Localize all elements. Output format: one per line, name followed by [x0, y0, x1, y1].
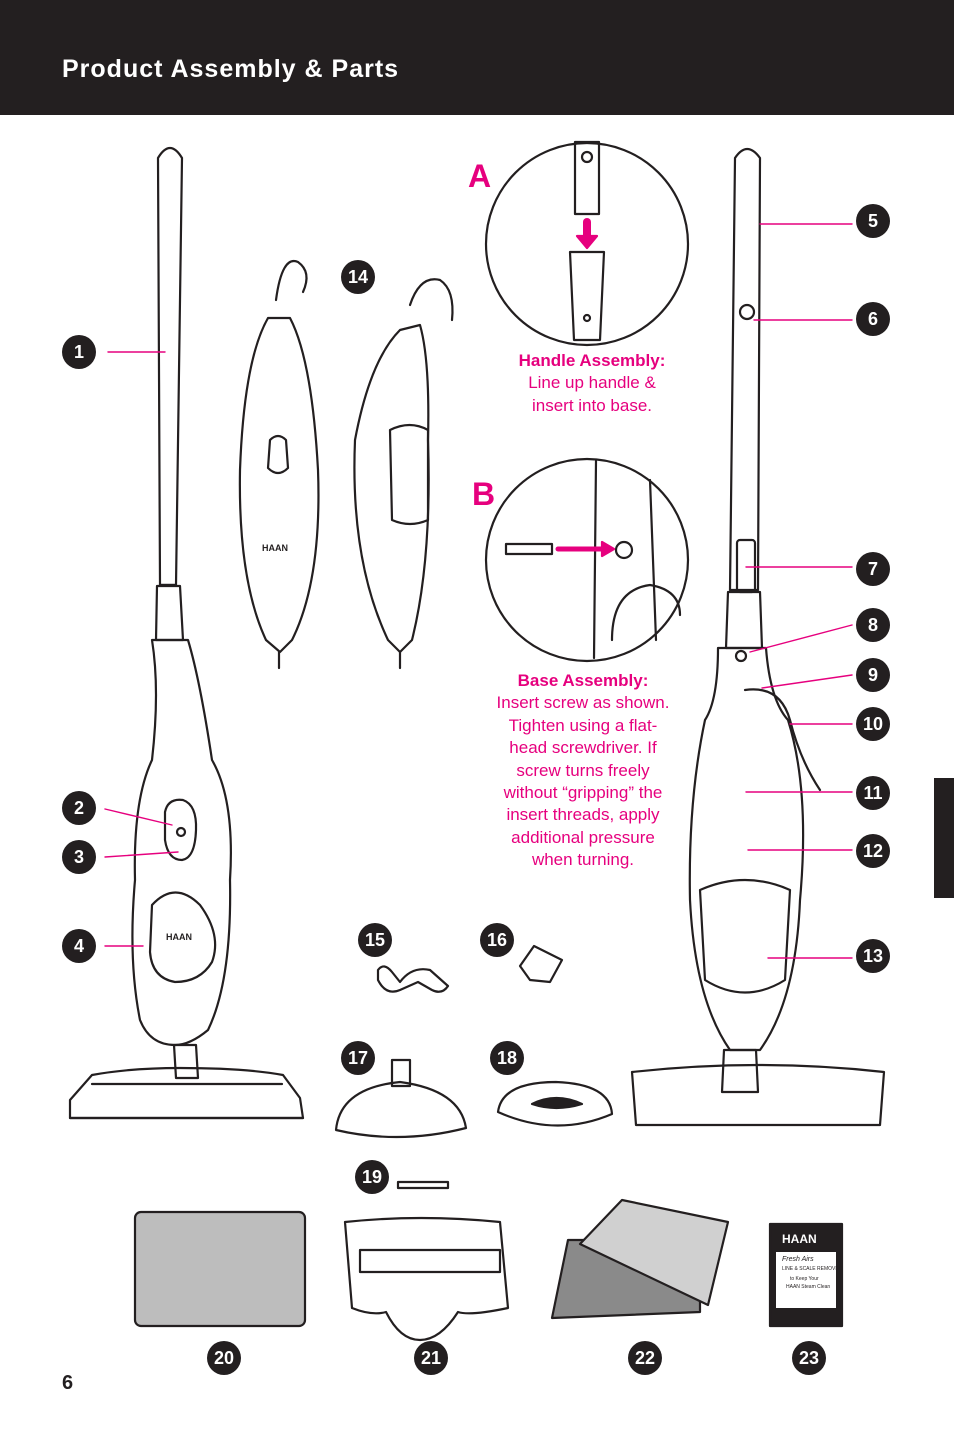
- part-number-badge: 12: [856, 834, 890, 868]
- part-number-badge: 5: [856, 204, 890, 238]
- step-b-line: insert threads, apply: [506, 805, 660, 825]
- page-number: 6: [62, 1372, 74, 1394]
- part-number-badge: 21: [414, 1341, 448, 1375]
- part-number-badge: 23: [792, 1341, 826, 1375]
- part-22-pad-front: [578, 1198, 730, 1307]
- detail-circle-b: [484, 457, 690, 663]
- step-b-line: Insert screw as shown.: [496, 693, 670, 713]
- part-number-badge: 2: [62, 791, 96, 825]
- handheld-steamer-front: [238, 259, 320, 670]
- step-a-line: Line up handle &: [528, 373, 656, 393]
- part-number-badge: 8: [856, 608, 890, 642]
- step-b-letter: B: [472, 476, 496, 512]
- step-b-line: additional pressure: [511, 827, 655, 847]
- steam-mop-back-view: [630, 147, 886, 1127]
- step-a-letter: A: [468, 158, 492, 194]
- step-b-line: head screwdriver. If: [509, 738, 657, 758]
- step-b-line: when turning.: [531, 850, 635, 870]
- part-16-brush: [518, 944, 564, 984]
- part-number-badge: 1: [62, 335, 96, 369]
- brand-logo-handheld: HAAN: [262, 543, 288, 553]
- page-title: Product Assembly & Parts: [62, 55, 400, 83]
- part-number-badge: 3: [62, 840, 96, 874]
- part-19-screw: [396, 1180, 450, 1190]
- part-number-badge: 4: [62, 929, 96, 963]
- step-b-line: without “gripping” the: [503, 783, 663, 803]
- part-17-floor-head: [334, 1080, 468, 1139]
- part-number-badge: 9: [856, 658, 890, 692]
- steam-mop-front-view: [68, 146, 305, 1120]
- part-number-badge: 18: [490, 1041, 524, 1075]
- step-b-caption: Base Assembly: Insert screw as shown. Ti…: [478, 670, 688, 872]
- step-a-line: insert into base.: [531, 395, 652, 415]
- packet-line2: to Keep Your: [790, 1276, 819, 1282]
- part-17-neck: [390, 1058, 412, 1088]
- part-number-badge: 15: [358, 923, 392, 957]
- part-number-badge: 16: [480, 923, 514, 957]
- step-a-title: Handle Assembly:: [518, 351, 666, 370]
- part-number-badge: 11: [856, 776, 890, 810]
- step-b-line: Tighten using a flat-: [508, 715, 658, 735]
- page-header: Product Assembly & Parts: [0, 0, 954, 115]
- part-number-badge: 22: [628, 1341, 662, 1375]
- part-number-badge: 10: [856, 707, 890, 741]
- part-15-nozzle: [376, 965, 450, 993]
- part-18-carpet-glider: [496, 1080, 614, 1127]
- part-number-badge: 13: [856, 939, 890, 973]
- part-number-badge: 17: [341, 1041, 375, 1075]
- packet-line3: HAAN Steam Clean: [786, 1284, 831, 1290]
- section-tab: [934, 778, 954, 898]
- packet-brand: HAAN: [782, 1232, 817, 1246]
- brand-logo-mop: HAAN: [166, 932, 192, 942]
- step-a-caption: Handle Assembly: Line up handle & insert…: [502, 350, 682, 417]
- part-number-badge: 7: [856, 552, 890, 586]
- packet-name: Fresh Airs: [782, 1256, 814, 1263]
- step-b-title: Base Assembly:: [517, 671, 649, 690]
- detail-circle-a: [484, 140, 690, 347]
- part-number-badge: 6: [856, 302, 890, 336]
- handheld-steamer-side: [353, 278, 454, 670]
- part-21-pad-frame: [343, 1216, 510, 1342]
- part-number-badge: 14: [341, 260, 375, 294]
- packet-line1: LINE & SCALE REMOVER: [782, 1266, 843, 1272]
- part-number-badge: 19: [355, 1160, 389, 1194]
- part-number-badge: 20: [207, 1341, 241, 1375]
- part-20-microfiber-pad: [133, 1210, 307, 1328]
- step-b-line: screw turns freely: [516, 760, 650, 780]
